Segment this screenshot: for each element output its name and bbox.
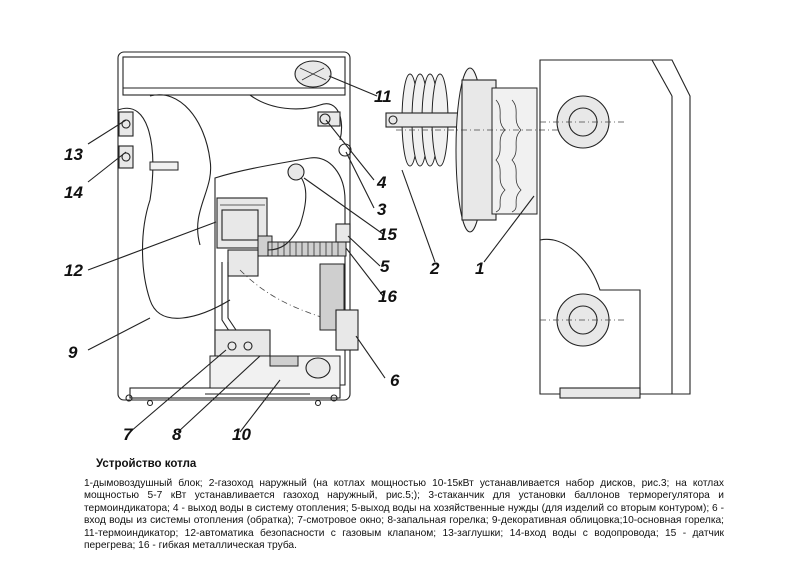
callout-5: 5 — [380, 257, 390, 276]
gas-valve-automation — [216, 197, 273, 277]
sensor-bulb — [287, 163, 305, 181]
plugs — [118, 111, 134, 169]
callout-10: 10 — [232, 425, 251, 444]
callout-2: 2 — [429, 259, 440, 278]
callout-3: 3 — [377, 200, 387, 219]
water-fittings — [317, 111, 359, 351]
callout-8: 8 — [172, 425, 182, 444]
thermo-indicator — [294, 60, 332, 88]
sensor-capillary — [267, 171, 307, 251]
callout-12: 12 — [64, 261, 83, 280]
boiler-side-view — [539, 59, 691, 399]
cladding-cutout — [117, 94, 346, 386]
callout-7: 7 — [123, 425, 134, 444]
callout-13: 13 — [64, 145, 83, 164]
callout-14: 14 — [64, 183, 83, 202]
smoke-air-block — [396, 67, 560, 233]
callout-9: 9 — [68, 343, 78, 362]
caption-text: 1-дымовоздушный блок; 2-газоход наружный… — [84, 478, 724, 552]
leader-lines — [87, 75, 535, 433]
caption: Устройство котла 1-дымовоздушный блок; 2… — [84, 458, 724, 552]
callout-6: 6 — [390, 371, 400, 390]
main-burner — [205, 355, 341, 395]
nameplate — [149, 161, 179, 171]
callout-16: 16 — [378, 287, 397, 306]
callout-1: 1 — [475, 259, 484, 278]
caption-title: Устройство котла — [96, 458, 197, 470]
callout-11: 11 — [374, 87, 392, 106]
boiler-diagram: 1 2 3 4 5 6 7 8 9 10 11 12 13 14 15 16 — [64, 51, 691, 444]
external-flue-discs — [385, 73, 467, 167]
callout-4: 4 — [376, 173, 387, 192]
flexible-pipe — [267, 241, 347, 257]
callout-15: 15 — [378, 225, 397, 244]
